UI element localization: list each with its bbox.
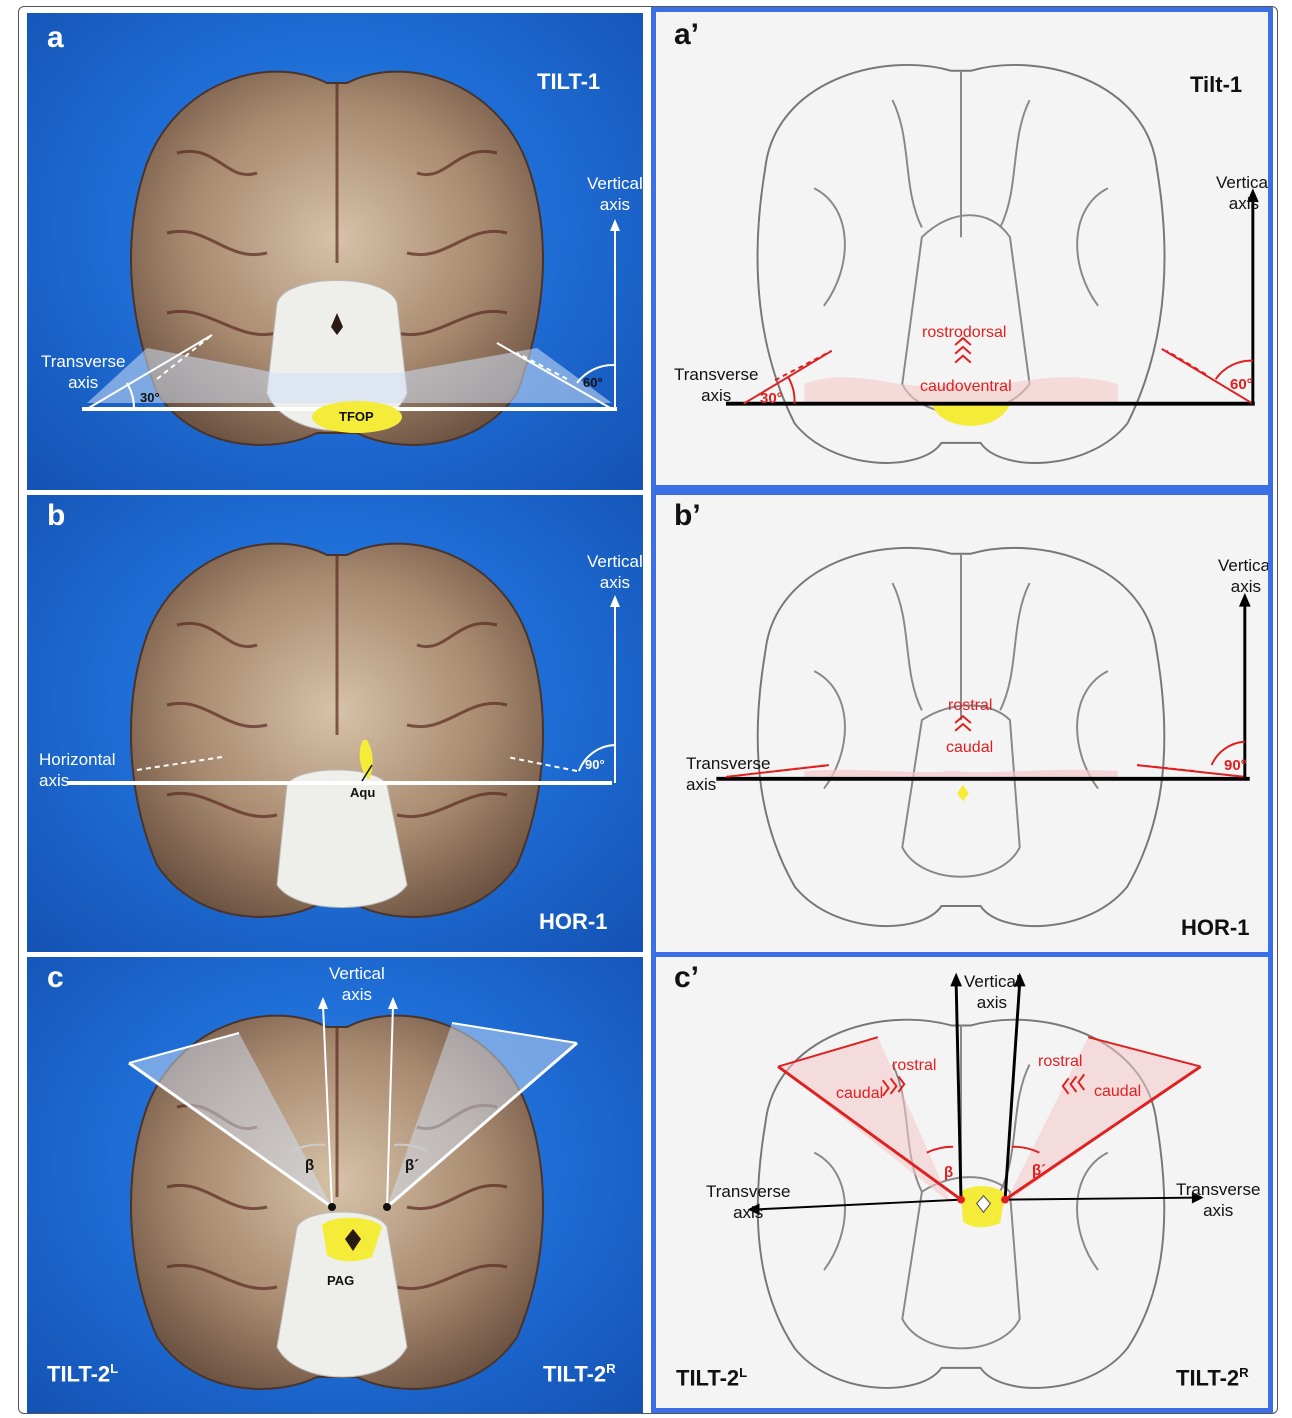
tag-left-sup: L: [739, 1365, 747, 1380]
tag-right-sup: R: [606, 1361, 616, 1376]
angle-right-label: 90°: [585, 757, 605, 772]
panel-tag-left: TILT-2L: [47, 1361, 118, 1387]
angle-left-label: 30°: [140, 390, 160, 405]
direction-top-label: rostrodorsal: [922, 324, 1006, 342]
angle-right-label: β´: [405, 1157, 419, 1174]
transverse-axis-label: Transverse axis: [41, 351, 125, 393]
angle-right-label: 60°: [583, 375, 603, 390]
left-caudal-label: caudal: [836, 1085, 883, 1103]
vertical-axis-label: Vertical axis: [587, 551, 643, 593]
panel-c2-drawing: c’ TILT-2L TILT-2R Vertical axis Transve…: [651, 952, 1273, 1413]
vertical-axis-line1: Vertical: [329, 963, 385, 984]
transverse-axis-line2: axis: [686, 774, 770, 795]
direction-top-label: rostral: [948, 697, 992, 715]
angle-right-label: 90°: [1224, 757, 1247, 774]
tag-left-text: TILT-2: [676, 1365, 739, 1390]
transverse-axis-line1: Transverse: [41, 351, 125, 372]
direction-bottom-label: caudal: [946, 739, 993, 757]
transverse-axis-label: Transverse axis: [674, 364, 758, 406]
vertical-axis-line2: axis: [1216, 193, 1272, 214]
panel-b2-drawing: b’ HOR-1 Vertical axis Transverse axis 9…: [651, 490, 1273, 958]
structure-label: TFOP: [339, 409, 374, 424]
figure: a TILT-1 Vertical axis Transverse axis 3…: [18, 6, 1278, 1414]
vertical-axis-line2: axis: [964, 992, 1020, 1013]
panel-tag-left: TILT-2L: [676, 1365, 747, 1391]
vertical-axis-line2: axis: [1218, 576, 1273, 597]
angle-right-label: β´: [1032, 1162, 1046, 1179]
brain-photo-c: [27, 957, 643, 1413]
angle-left-label: β: [944, 1164, 953, 1181]
tag-right-sup: R: [1239, 1365, 1249, 1380]
vertical-axis-label: Vertical axis: [1218, 555, 1273, 597]
panel-tag: Tilt-1: [1190, 72, 1242, 98]
angle-left-label: 30°: [760, 390, 783, 407]
vertical-axis-line1: Vertical: [964, 971, 1020, 992]
horizontal-axis-label: Horizontal axis: [39, 749, 116, 791]
vertical-axis-line1: Vertical: [587, 551, 643, 572]
panel-tag-right: TILT-2R: [1176, 1365, 1249, 1391]
panel-letter: b: [47, 499, 65, 533]
vertical-axis-line1: Vertical: [587, 173, 643, 194]
panel-c-photo: c TILT-2L TILT-2R Vertical axis β β´ PAG: [27, 957, 643, 1413]
transverse-axis-right-label: Transverse axis: [1176, 1179, 1260, 1221]
transverse-right-line1: Transverse: [1176, 1179, 1260, 1200]
vertical-axis-line1: Vertical: [1216, 172, 1272, 193]
vertical-axis-label: Vertical axis: [1216, 172, 1272, 214]
vertical-axis-label: Vertical axis: [329, 963, 385, 1005]
tag-right-text: TILT-2: [1176, 1365, 1239, 1390]
panel-letter: a’: [674, 18, 699, 52]
transverse-axis-line1: Transverse: [674, 364, 758, 385]
transverse-left-line2: axis: [706, 1202, 790, 1223]
panel-tag: HOR-1: [539, 909, 607, 935]
tag-left-sup: L: [110, 1361, 118, 1376]
transverse-axis-line1: Transverse: [686, 753, 770, 774]
tag-right-text: TILT-2: [543, 1361, 606, 1386]
panel-tag: HOR-1: [1181, 915, 1249, 941]
panel-tag-right: TILT-2R: [543, 1361, 616, 1387]
transverse-axis-left-label: Transverse axis: [706, 1181, 790, 1223]
tag-left-text: TILT-2: [47, 1361, 110, 1386]
vertical-axis-line2: axis: [329, 984, 385, 1005]
structure-label: Aqu: [350, 785, 375, 800]
vertical-axis-label: Vertical axis: [964, 971, 1020, 1013]
brain-photo-b: [27, 495, 643, 952]
brain-drawing-b2: [656, 495, 1268, 953]
left-rostral-label: rostral: [892, 1057, 936, 1075]
right-caudal-label: caudal: [1094, 1083, 1141, 1101]
right-rostral-label: rostral: [1038, 1053, 1082, 1071]
angle-left-label: β: [305, 1157, 314, 1174]
panel-b-photo: b HOR-1 Vertical axis Horizontal axis 90…: [27, 495, 643, 952]
vertical-axis-line2: axis: [587, 572, 643, 593]
vertical-axis-line1: Vertical: [1218, 555, 1273, 576]
transverse-axis-line2: axis: [41, 372, 125, 393]
horizontal-axis-line2: axis: [39, 770, 116, 791]
panel-letter: b’: [674, 499, 701, 533]
panel-letter: a: [47, 21, 64, 55]
brain-drawing-a2: [656, 12, 1268, 485]
panel-tag: TILT-1: [537, 69, 600, 95]
panel-letter: c: [47, 961, 64, 995]
vertical-axis-line2: axis: [587, 194, 643, 215]
panel-a-photo: a TILT-1 Vertical axis Transverse axis 3…: [27, 13, 643, 490]
panel-letter: c’: [674, 961, 699, 995]
vertical-axis-label: Vertical axis: [587, 173, 643, 215]
transverse-right-line2: axis: [1176, 1200, 1260, 1221]
transverse-axis-label: Transverse axis: [686, 753, 770, 795]
direction-bottom-label: caudoventral: [920, 378, 1012, 396]
angle-right-label: 60°: [1230, 376, 1253, 393]
horizontal-axis-line1: Horizontal: [39, 749, 116, 770]
transverse-left-line1: Transverse: [706, 1181, 790, 1202]
transverse-axis-line2: axis: [674, 385, 758, 406]
panel-a2-drawing: a’ Tilt-1 Vertical axis Transverse axis …: [651, 7, 1273, 490]
structure-label: PAG: [327, 1273, 354, 1288]
